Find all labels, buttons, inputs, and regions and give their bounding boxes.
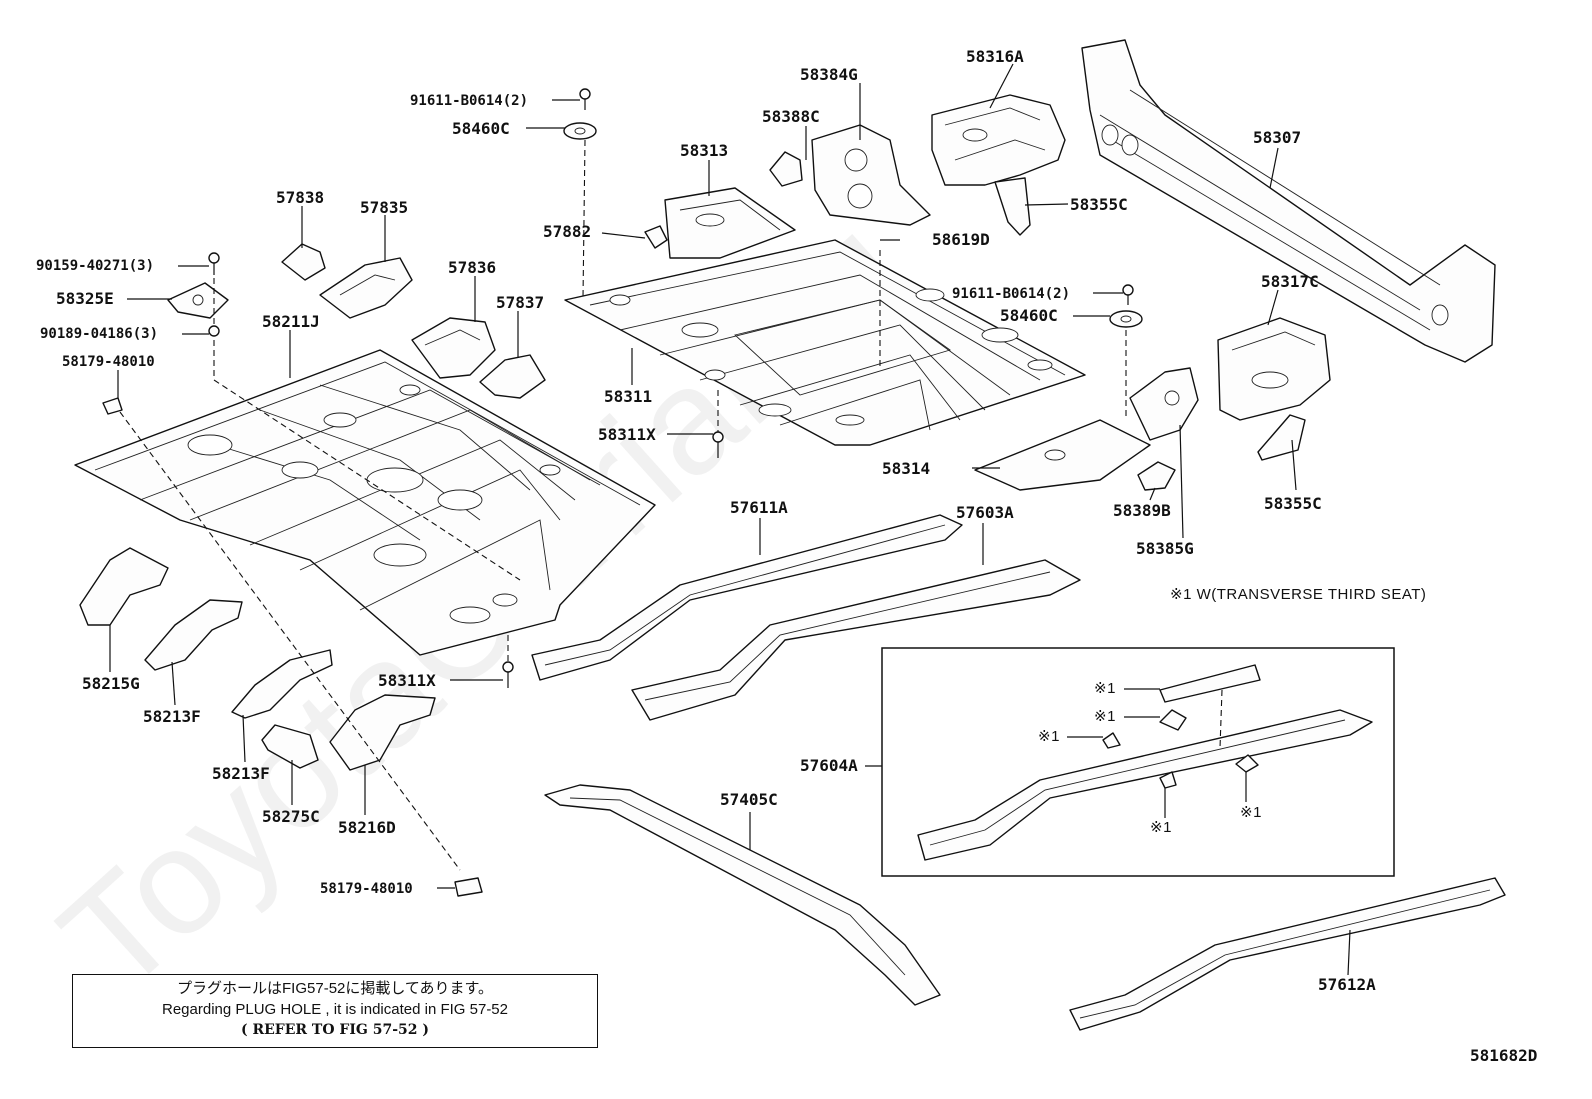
label-91611-right: 91611-B0614(2) (952, 286, 1070, 302)
inset-mark-1: ※1 (1094, 680, 1116, 697)
label-58385g: 58385G (1136, 539, 1194, 558)
washer-58460c-top (563, 122, 597, 140)
figure-code: 581682D (1470, 1046, 1538, 1065)
part-labels: 58316A 58384G 58388C 58313 58307 91611-B… (36, 47, 1426, 994)
label-58316a: 58316A (966, 47, 1024, 66)
label-58213f-a: 58213F (143, 707, 201, 726)
part-58317c (1217, 317, 1331, 421)
label-58311x-top: 58311X (598, 425, 656, 444)
label-57612a: 57612A (1318, 975, 1376, 994)
inset-part-b (1159, 709, 1187, 731)
label-58179-top: 58179-48010 (62, 354, 155, 370)
part-58316a (931, 94, 1066, 186)
label-57837: 57837 (496, 293, 544, 312)
inset-mark-4: ※1 (1150, 819, 1172, 836)
part-57837 (479, 354, 546, 399)
inset-mark-2: ※1 (1094, 708, 1116, 725)
label-58355c-top: 58355C (1070, 195, 1128, 214)
label-58213f-b: 58213F (212, 764, 270, 783)
part-58355c-right (1257, 414, 1306, 461)
part-58215g (79, 547, 169, 626)
rail-57603a (631, 559, 1081, 721)
label-57835: 57835 (360, 198, 408, 217)
label-90159: 90159-40271(3) (36, 258, 154, 274)
label-58179-bottom: 58179-48010 (320, 881, 413, 897)
label-58211j: 58211J (262, 312, 320, 331)
part-57835 (319, 257, 413, 319)
note-line-reference[interactable]: ( REFER TO FIG 57-52 ) (240, 1022, 429, 1038)
bolt-58311x-mid (502, 661, 514, 688)
part-58384g (811, 124, 931, 226)
bolt-91611-right (1122, 284, 1134, 305)
label-57603a: 57603A (956, 503, 1014, 522)
part-58355c-upper (994, 177, 1031, 236)
part-58216d (329, 694, 436, 771)
label-90189: 90189-04186(3) (40, 326, 158, 342)
label-57836: 57836 (448, 258, 496, 277)
inset-frame (881, 647, 1395, 877)
rail-57611a (531, 514, 963, 681)
part-58213f-a (144, 599, 243, 671)
bolt-90159 (208, 252, 220, 275)
part-57838 (281, 243, 326, 281)
note-line-english: Regarding PLUG HOLE , it is indicated in… (162, 1001, 508, 1018)
label-58460c-top: 58460C (452, 119, 510, 138)
label-58460c-right: 58460C (1000, 306, 1058, 325)
part-58313 (664, 187, 796, 259)
plug-58179-bottom (454, 877, 483, 897)
label-58307: 58307 (1253, 128, 1301, 147)
part-57836 (411, 317, 496, 379)
label-57604a: 57604A (800, 756, 858, 775)
plug-hole-note: プラグホールはFIG57-52に掲載してあります。 Regarding PLUG… (72, 974, 598, 1048)
rear-floor-pan-58311 (564, 239, 1086, 446)
label-57405c: 57405C (720, 790, 778, 809)
washer-58460c-right (1109, 310, 1143, 328)
label-57611a: 57611A (730, 498, 788, 517)
label-57838: 57838 (276, 188, 324, 207)
label-58275c: 58275C (262, 807, 320, 826)
inset-mark-3: ※1 (1038, 728, 1060, 745)
front-floor-pan-58211j (74, 349, 656, 656)
label-58311x-mid: 58311X (378, 671, 436, 690)
rail-57405c (544, 784, 941, 1006)
rocker-panel-58307 (1081, 39, 1496, 363)
inset-footnote: ※1 W(TRANSVERSE THIRD SEAT) (1170, 586, 1426, 603)
label-57882: 57882 (543, 222, 591, 241)
inset-part-c (1102, 732, 1121, 749)
rail-57612a (1069, 877, 1506, 1031)
part-58389b (1137, 461, 1176, 491)
part-58275c (261, 724, 319, 769)
inset-part-e (1235, 754, 1259, 773)
label-58216d: 58216D (338, 818, 396, 837)
label-58355c-right: 58355C (1264, 494, 1322, 513)
inset-mark-5: ※1 (1240, 804, 1262, 821)
rail-57604a (917, 709, 1373, 861)
part-58325e (167, 282, 229, 319)
plug-58179-top (102, 397, 123, 415)
label-58389b: 58389B (1113, 501, 1171, 520)
label-58619d: 58619D (932, 230, 990, 249)
part-58213f-b (231, 649, 333, 719)
part-58385g (1129, 367, 1199, 441)
label-58325e: 58325E (56, 289, 114, 308)
leader-lines (109, 63, 1351, 976)
note-line-japanese: プラグホールはFIG57-52に掲載してあります。 (177, 980, 493, 997)
label-91611-top: 91611-B0614(2) (410, 93, 528, 109)
label-58388c: 58388C (762, 107, 820, 126)
label-58317c: 58317C (1261, 272, 1319, 291)
inset-part-d (1159, 771, 1177, 789)
label-58215g: 58215G (82, 674, 140, 693)
assembly-dashed-lines (119, 139, 1223, 871)
bolt-91611-top (579, 88, 591, 110)
label-58313: 58313 (680, 141, 728, 160)
nut-90189 (208, 325, 220, 337)
part-58314 (974, 419, 1151, 491)
label-58384g: 58384G (800, 65, 858, 84)
part-58388c (769, 151, 803, 187)
label-58314: 58314 (882, 459, 930, 478)
label-58311: 58311 (604, 387, 652, 406)
inset-part-a (1159, 664, 1261, 703)
part-57882 (644, 225, 668, 249)
